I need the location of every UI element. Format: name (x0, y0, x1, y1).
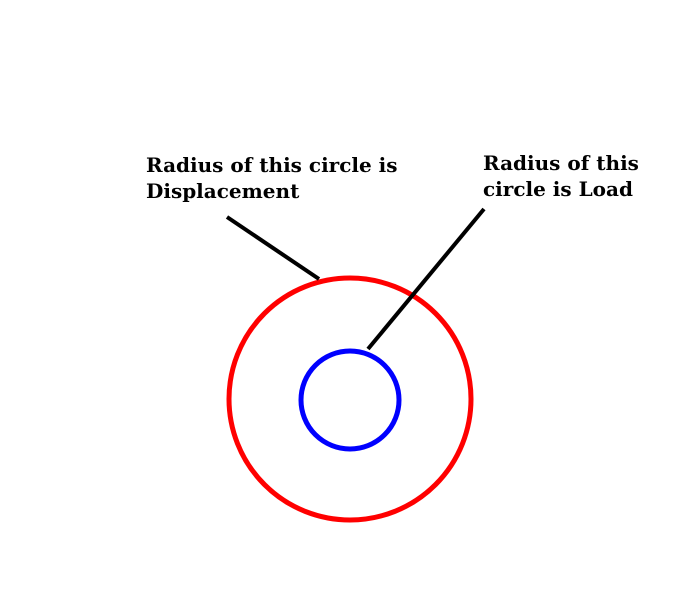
displacement-label: Radius of this circle is Displacement (146, 152, 398, 204)
leader-line-load (366, 207, 486, 351)
displacement-label-line2: Displacement (146, 179, 300, 203)
load-label: Radius of this circle is Load (483, 150, 639, 202)
load-label-line1: Radius of this (483, 151, 639, 175)
load-label-line2: circle is Load (483, 177, 633, 201)
inner-circle-load (298, 348, 402, 452)
outer-circle-displacement (226, 275, 474, 523)
displacement-label-line1: Radius of this circle is (146, 153, 398, 177)
leader-line-displacement (225, 215, 321, 281)
